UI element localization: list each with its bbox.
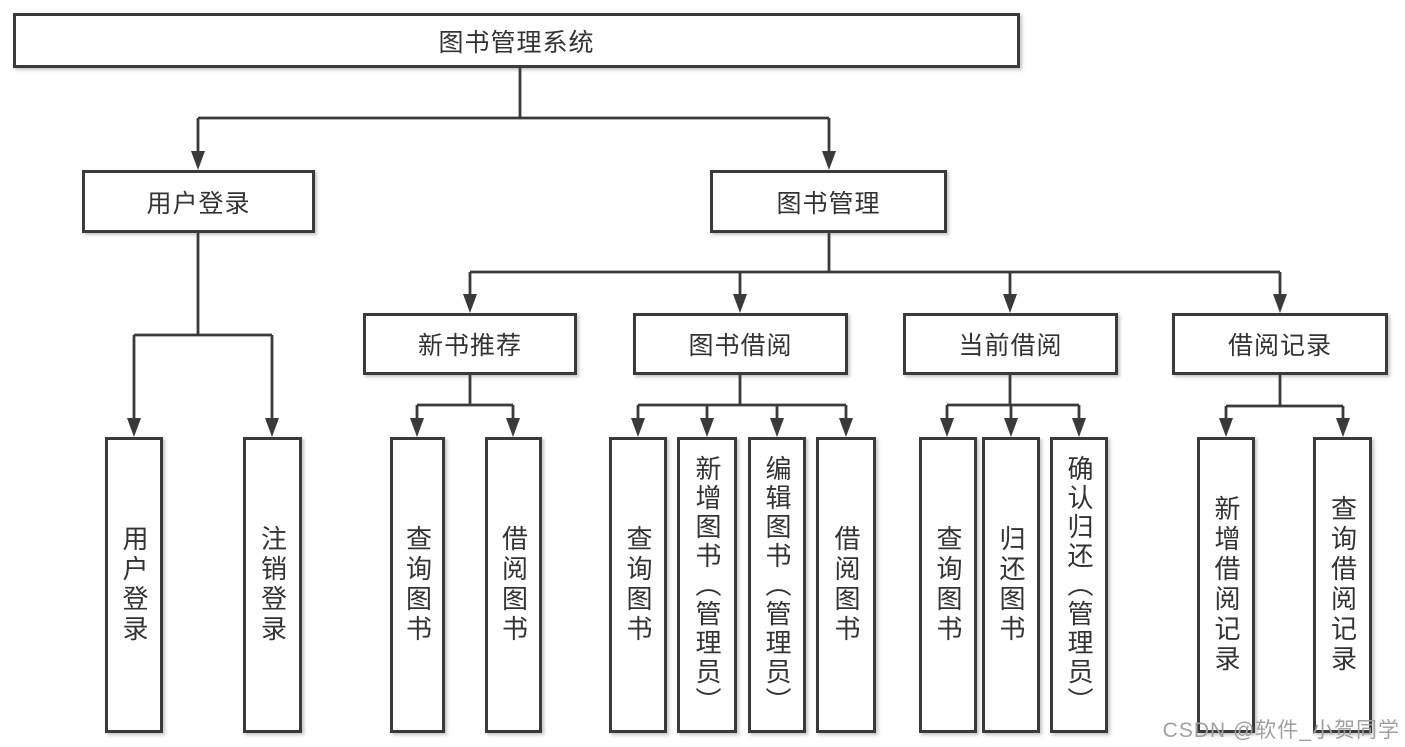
connector-user-login-children (132, 233, 274, 422)
arrowhead-down-icon (839, 418, 853, 437)
node-root: 图书管理系统 (13, 13, 1020, 68)
leaf-logout: 注销登录 (243, 437, 302, 733)
arrowhead-down-icon (940, 418, 954, 437)
leaf-user-login: 用户登录 (105, 437, 163, 733)
node-current-borrow: 当前借阅 (903, 313, 1118, 375)
leaf-edit-books-admin: 编辑图书（管理员） (748, 437, 806, 733)
arrowhead-down-icon (770, 418, 784, 437)
arrowhead-down-icon (506, 418, 520, 437)
leaf-add-books-admin: 新增图书（管理员） (677, 437, 737, 733)
leaf-query-borrow-record: 查询借阅记录 (1313, 437, 1372, 733)
arrowhead-down-icon (822, 151, 836, 170)
connector-root-to-level2 (196, 67, 831, 155)
connector-borrow-records-children (1224, 375, 1345, 422)
leaf-query-books-borrow: 查询图书 (609, 437, 667, 733)
arrowhead-down-icon (1003, 294, 1017, 313)
arrowhead-down-icon (1072, 418, 1086, 437)
arrowhead-down-icon (127, 418, 141, 437)
arrowheads (127, 151, 1350, 437)
arrowhead-down-icon (1336, 418, 1350, 437)
arrowhead-down-icon (733, 294, 747, 313)
arrowhead-down-icon (1004, 418, 1018, 437)
arrowhead-down-icon (191, 151, 205, 170)
arrowhead-down-icon (1273, 294, 1287, 313)
node-new-book-recommend: 新书推荐 (363, 313, 577, 375)
arrowhead-down-icon (265, 418, 279, 437)
leaf-borrow-books: 借阅图书 (816, 437, 876, 733)
node-user-login: 用户登录 (82, 170, 315, 233)
arrowhead-down-icon (463, 294, 477, 313)
node-borrow-records: 借阅记录 (1172, 313, 1388, 375)
connector-book-management-children (468, 233, 1282, 298)
connector-new-book-recommend-children (415, 375, 515, 422)
node-book-borrow: 图书借阅 (633, 313, 848, 375)
leaf-confirm-return-admin: 确认归还（管理员） (1050, 437, 1108, 733)
connector-current-borrow-children (945, 375, 1081, 422)
leaf-return-books: 归还图书 (982, 437, 1040, 733)
leaf-query-books-recommend: 查询图书 (390, 437, 445, 733)
connector-book-borrow-children (636, 375, 848, 422)
node-book-management: 图书管理 (710, 170, 947, 233)
csdn-watermark: CSDN @软件_小贺同学 (1162, 719, 1400, 742)
leaf-add-borrow-record: 新增借阅记录 (1197, 437, 1255, 733)
arrowhead-down-icon (410, 418, 424, 437)
leaf-query-books-current: 查询图书 (919, 437, 977, 733)
arrowhead-down-icon (631, 418, 645, 437)
arrowhead-down-icon (700, 418, 714, 437)
arrowhead-down-icon (1219, 418, 1233, 437)
leaf-borrow-books-recommend: 借阅图书 (485, 437, 542, 733)
